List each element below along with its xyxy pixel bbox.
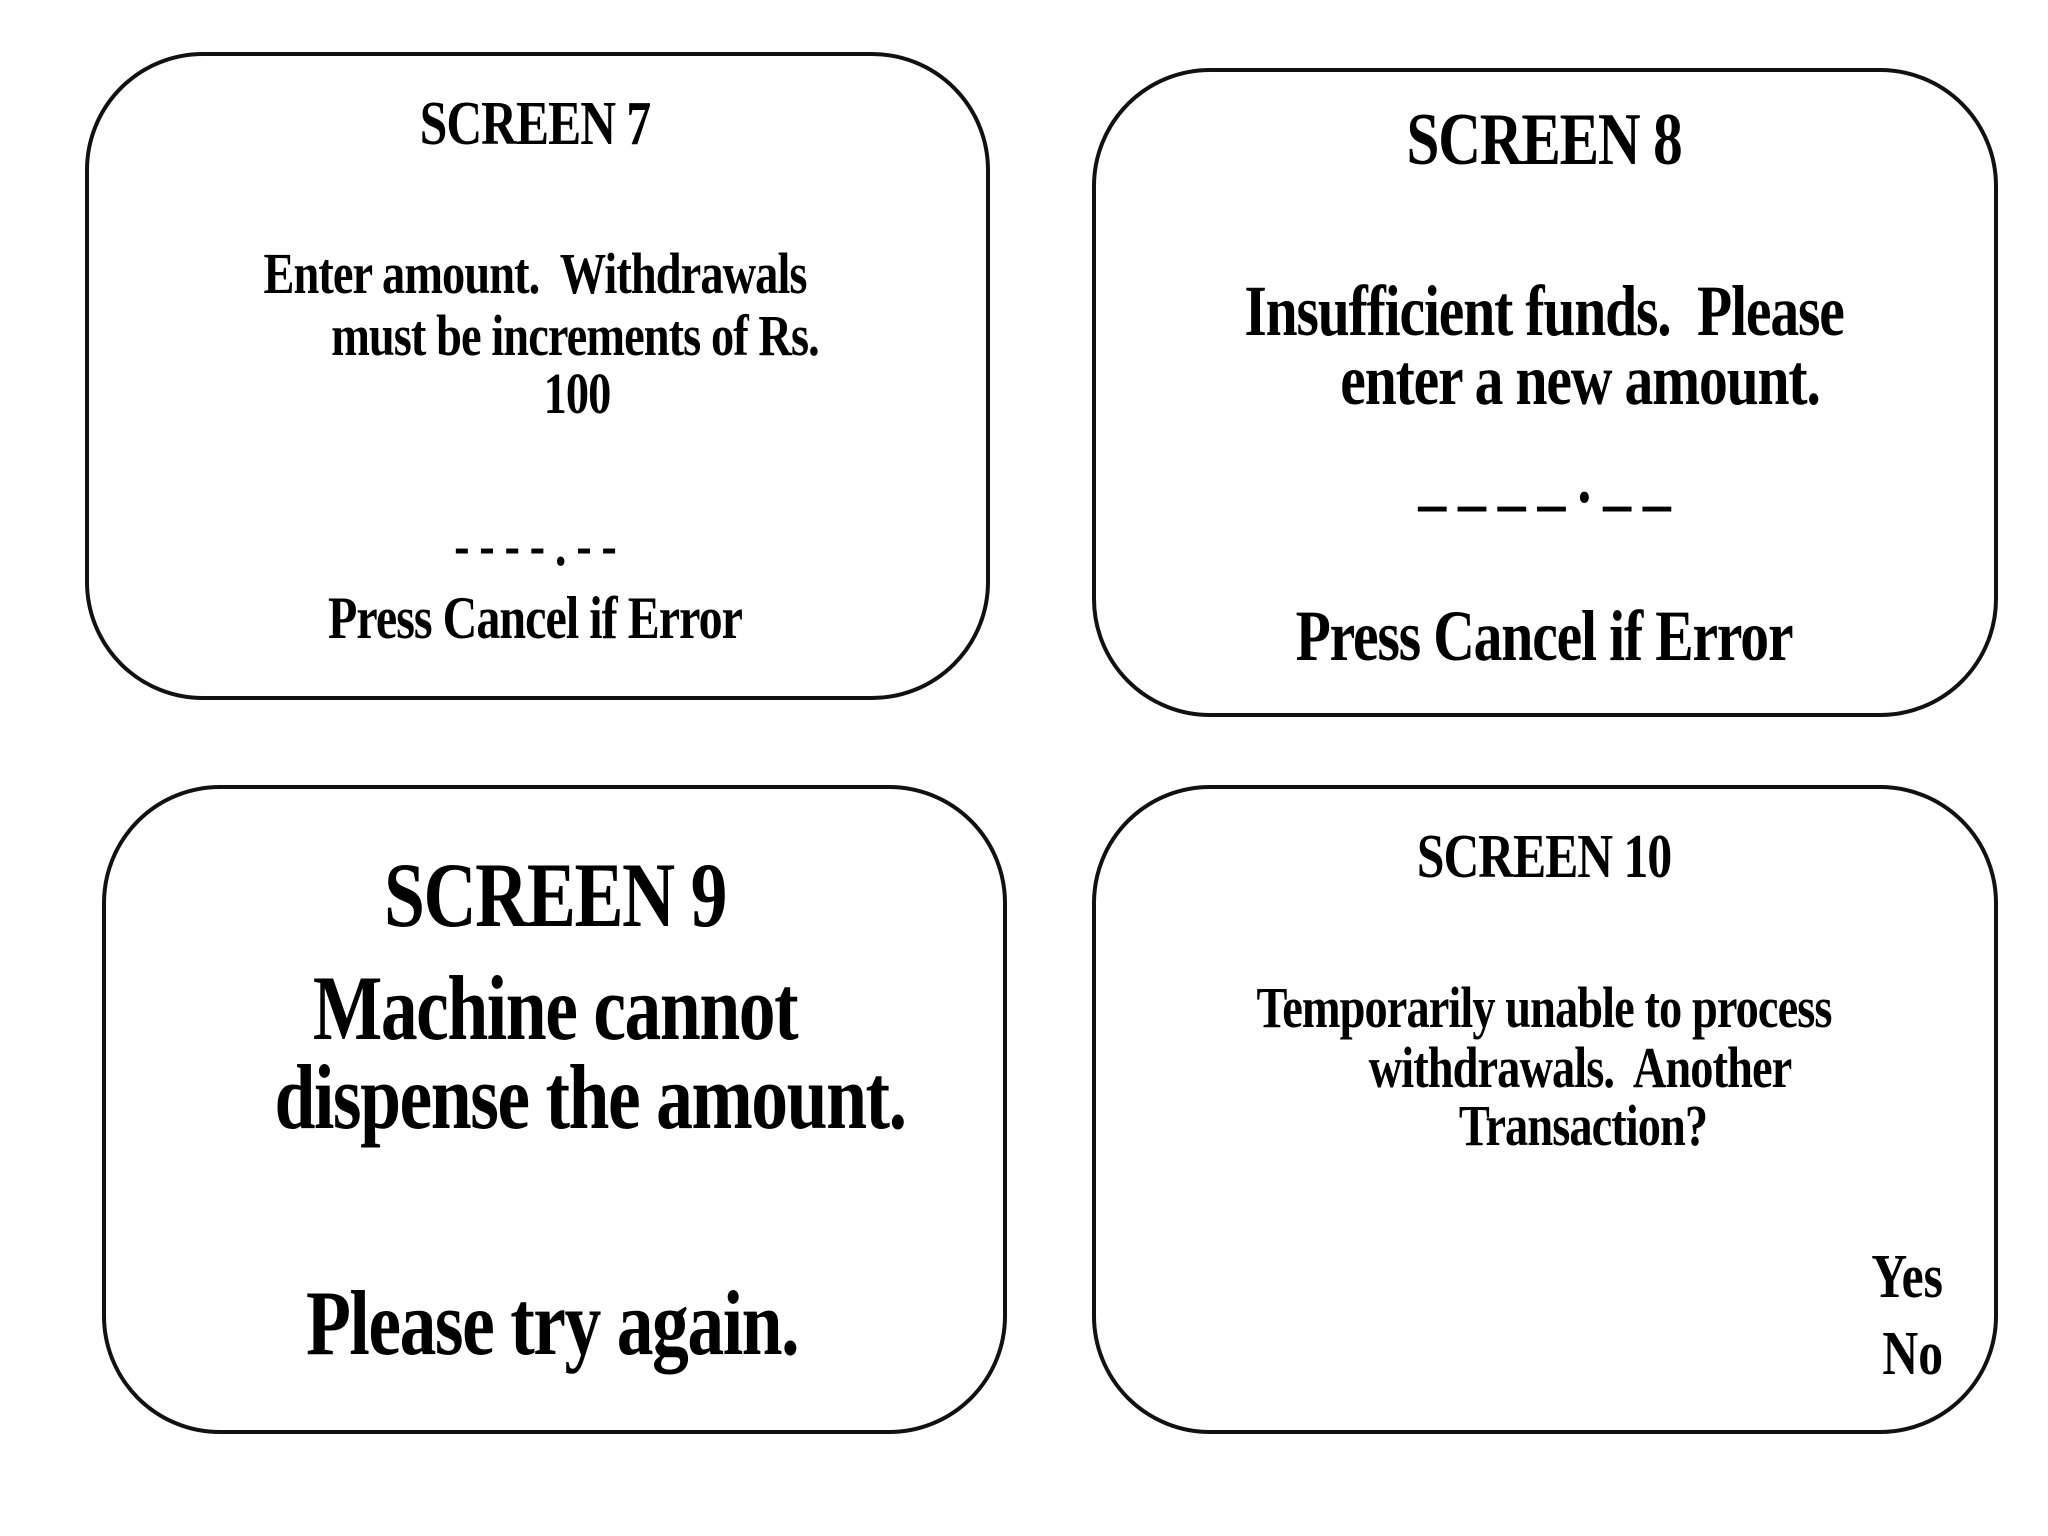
screen-8-title: SCREEN 8 bbox=[1406, 99, 1682, 181]
screen-9-card bbox=[102, 785, 1007, 1434]
screen-7-title: SCREEN 7 bbox=[419, 90, 651, 158]
screen-10-card bbox=[1092, 785, 1998, 1434]
screen-8-line: enter a new amount. bbox=[1340, 340, 1821, 420]
screen-8-footer: Press Cancel if Error bbox=[1295, 596, 1794, 676]
screen-7-card bbox=[85, 52, 990, 700]
screen-7-line: must be increments of Rs. bbox=[331, 303, 820, 368]
screen-10-line: Transaction? bbox=[1458, 1093, 1708, 1158]
screen-9-line: dispense the amount. bbox=[274, 1046, 906, 1148]
screen-7-amount-mask: - - - - . - - bbox=[454, 513, 617, 578]
screen-7-line: 100 bbox=[543, 361, 612, 426]
option-yes[interactable]: Yes bbox=[1871, 1243, 1943, 1311]
screen-8-card bbox=[1092, 68, 1998, 717]
screen-7-footer: Press Cancel if Error bbox=[328, 585, 743, 651]
screen-10-line: withdrawals. Another bbox=[1368, 1035, 1793, 1100]
option-no[interactable]: No bbox=[1882, 1320, 1943, 1388]
screen-9-line: Machine cannot bbox=[312, 957, 799, 1059]
screen-7-line: Enter amount. Withdrawals bbox=[263, 241, 807, 306]
screen-9-title: SCREEN 9 bbox=[384, 844, 727, 946]
screen-10-title: SCREEN 10 bbox=[1416, 823, 1672, 891]
screen-9-footer: Please try again. bbox=[305, 1272, 800, 1374]
screen-8-line: Insufficient funds. Please bbox=[1244, 271, 1845, 351]
screen-8-amount-mask: _ _ _ _ . _ _ bbox=[1418, 441, 1671, 518]
screen-10-line: Temporarily unable to process bbox=[1256, 975, 1832, 1040]
